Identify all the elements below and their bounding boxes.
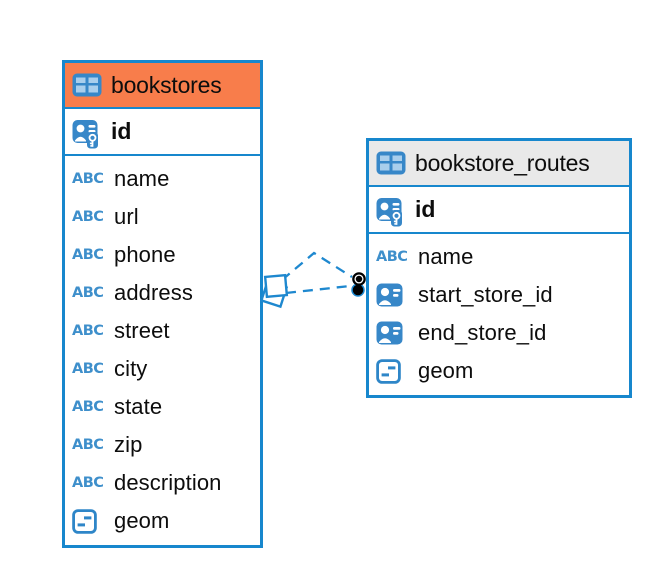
column-name: name [418, 244, 474, 269]
table-bookstores[interactable]: bookstores id ABC name ABC url ABC phone… [62, 60, 263, 548]
text-type-icon: ABC [72, 247, 104, 263]
column-name: geom [418, 358, 474, 383]
text-type-icon: ABC [72, 209, 104, 225]
column-name: name [114, 166, 170, 191]
column-row-phone[interactable]: ABC phone [65, 236, 260, 274]
text-type-icon: ABC [72, 399, 104, 415]
column-row-geom[interactable]: geom [65, 502, 260, 540]
column-row-address[interactable]: ABC address [65, 274, 260, 312]
table-bookstore-routes-header[interactable]: bookstore_routes [369, 141, 629, 187]
text-type-icon: ABC [72, 361, 104, 377]
column-row-id[interactable]: id [65, 109, 260, 156]
primary-key-icon [376, 193, 406, 227]
table-title: bookstores [111, 71, 222, 98]
text-type-icon: ABC [72, 285, 104, 301]
column-row-description[interactable]: ABC description [65, 464, 260, 502]
reference-type-icon [376, 321, 410, 345]
column-row-id[interactable]: id [369, 187, 629, 234]
column-name: end_store_id [418, 320, 547, 345]
one-end-marker-circles[interactable] [351, 272, 366, 297]
text-type-icon: ABC [72, 171, 104, 187]
column-name: url [114, 204, 139, 229]
column-name: address [114, 280, 193, 305]
many-end-marker-squares[interactable] [259, 273, 289, 309]
column-name: geom [114, 508, 170, 533]
column-name: zip [114, 432, 143, 457]
text-type-icon: ABC [72, 323, 104, 339]
geometry-type-icon [72, 509, 106, 534]
column-row-zip[interactable]: ABC zip [65, 426, 260, 464]
column-row-end-store-id[interactable]: end_store_id [369, 314, 629, 352]
table-title: bookstore_routes [415, 149, 590, 176]
reference-type-icon [376, 283, 410, 307]
column-row-start-store-id[interactable]: start_store_id [369, 276, 629, 314]
column-row-state[interactable]: ABC state [65, 388, 260, 426]
table-icon [72, 73, 102, 97]
column-name: street [114, 318, 170, 343]
column-row-name[interactable]: ABC name [369, 238, 629, 276]
geometry-type-icon [376, 359, 410, 384]
relationship-line-2[interactable] [285, 284, 351, 295]
column-list: ABC name ABC url ABC phone ABC address A… [65, 156, 260, 545]
column-row-geom[interactable]: geom [369, 352, 629, 390]
column-name: start_store_id [418, 282, 553, 307]
text-type-icon: ABC [72, 475, 104, 491]
column-name: state [114, 394, 163, 419]
table-bookstore-routes[interactable]: bookstore_routes id ABC name start_store… [366, 138, 632, 398]
column-name: id [415, 196, 436, 222]
primary-key-icon [72, 115, 102, 149]
column-name: description [114, 470, 222, 495]
column-name: id [111, 118, 132, 144]
relationship-line-1[interactable] [281, 251, 353, 281]
column-row-city[interactable]: ABC city [65, 350, 260, 388]
table-icon [376, 151, 406, 175]
table-bookstores-header[interactable]: bookstores [65, 63, 260, 109]
column-list: ABC name start_store_id end_store_id geo… [369, 234, 629, 395]
text-type-icon: ABC [376, 249, 408, 265]
column-row-name[interactable]: ABC name [65, 160, 260, 198]
column-name: city [114, 356, 148, 381]
column-row-street[interactable]: ABC street [65, 312, 260, 350]
column-row-url[interactable]: ABC url [65, 198, 260, 236]
column-name: phone [114, 242, 176, 267]
text-type-icon: ABC [72, 437, 104, 453]
